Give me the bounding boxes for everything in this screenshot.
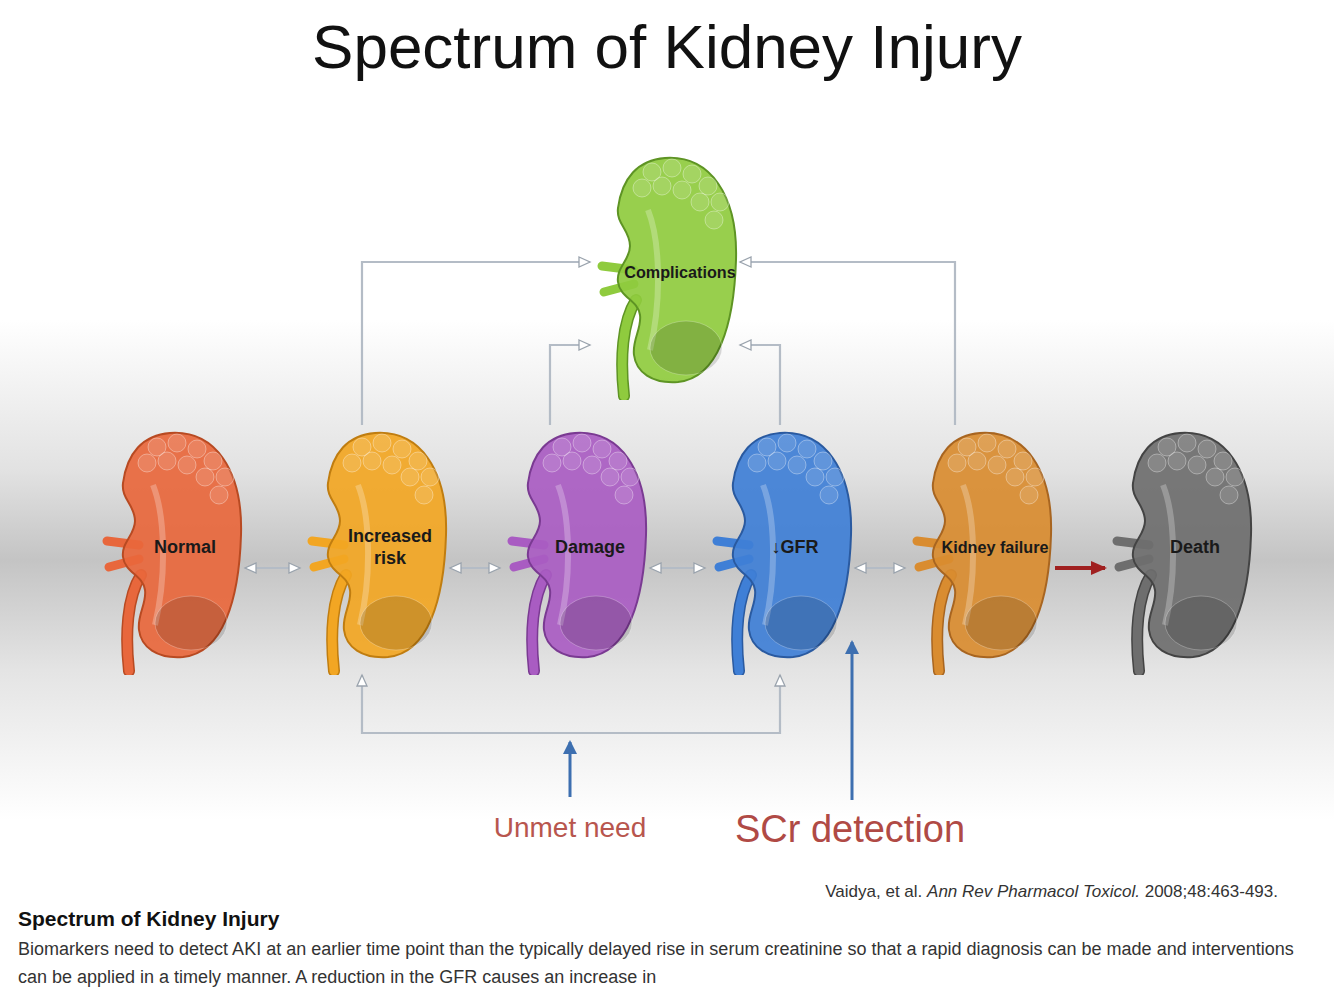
kidney-node: ↓GFR (705, 425, 855, 675)
connector-arrow (362, 262, 590, 425)
caption-heading: Spectrum of Kidney Injury (18, 907, 279, 931)
node-text: Complications (620, 261, 740, 283)
kidney-node: Complications (590, 150, 740, 400)
caption-text: Biomarkers need to detect AKI at an earl… (18, 935, 1318, 991)
node-label: Complications (620, 261, 740, 283)
node-text: Death (1135, 536, 1255, 558)
connector-arrow (245, 567, 300, 569)
connector-arrow (650, 567, 705, 569)
node-label: Normal (125, 536, 245, 558)
node-text: Normal (125, 536, 245, 558)
kidney-node: Kidney failure (905, 425, 1055, 675)
node-text: Damage (530, 536, 650, 558)
node-label: Kidney failure (935, 536, 1055, 558)
node-text: Kidney failure (935, 536, 1055, 558)
connector-arrow (855, 567, 905, 569)
kidney-node: Normal (95, 425, 245, 675)
leader-arrow (851, 642, 854, 800)
reference-line: Vaidya, et al. Ann Rev Pharmacol Toxicol… (825, 882, 1278, 902)
connector-arrow (1055, 566, 1105, 570)
kidney-node: Death (1105, 425, 1255, 675)
node-label: Damage (530, 536, 650, 558)
node-text: ↓GFR (735, 536, 855, 558)
node-text: Increased risk (330, 525, 450, 569)
annotation-label: Unmet need (494, 812, 647, 844)
connector-arrow (550, 345, 590, 425)
reference-part: 2008;48:463-493. (1145, 882, 1278, 901)
kidney-node: Increased risk (300, 425, 450, 675)
node-label: Death (1135, 536, 1255, 558)
reference-part: Ann Rev Pharmacol Toxicol. (927, 882, 1140, 901)
leader-arrow (569, 742, 572, 797)
kidney-node: Damage (500, 425, 650, 675)
connector-arrow (740, 345, 780, 425)
node-label: ↓GFR (735, 536, 855, 558)
reference-part: Vaidya, et al. (825, 882, 922, 901)
diagram-title: Spectrum of Kidney Injury (0, 10, 1334, 84)
node-label: Increased risk (330, 525, 450, 569)
connector-arrow (450, 567, 500, 569)
annotation-label: SCr detection (735, 808, 965, 851)
connector-arrow (740, 262, 955, 425)
connector-arrow (362, 675, 780, 733)
